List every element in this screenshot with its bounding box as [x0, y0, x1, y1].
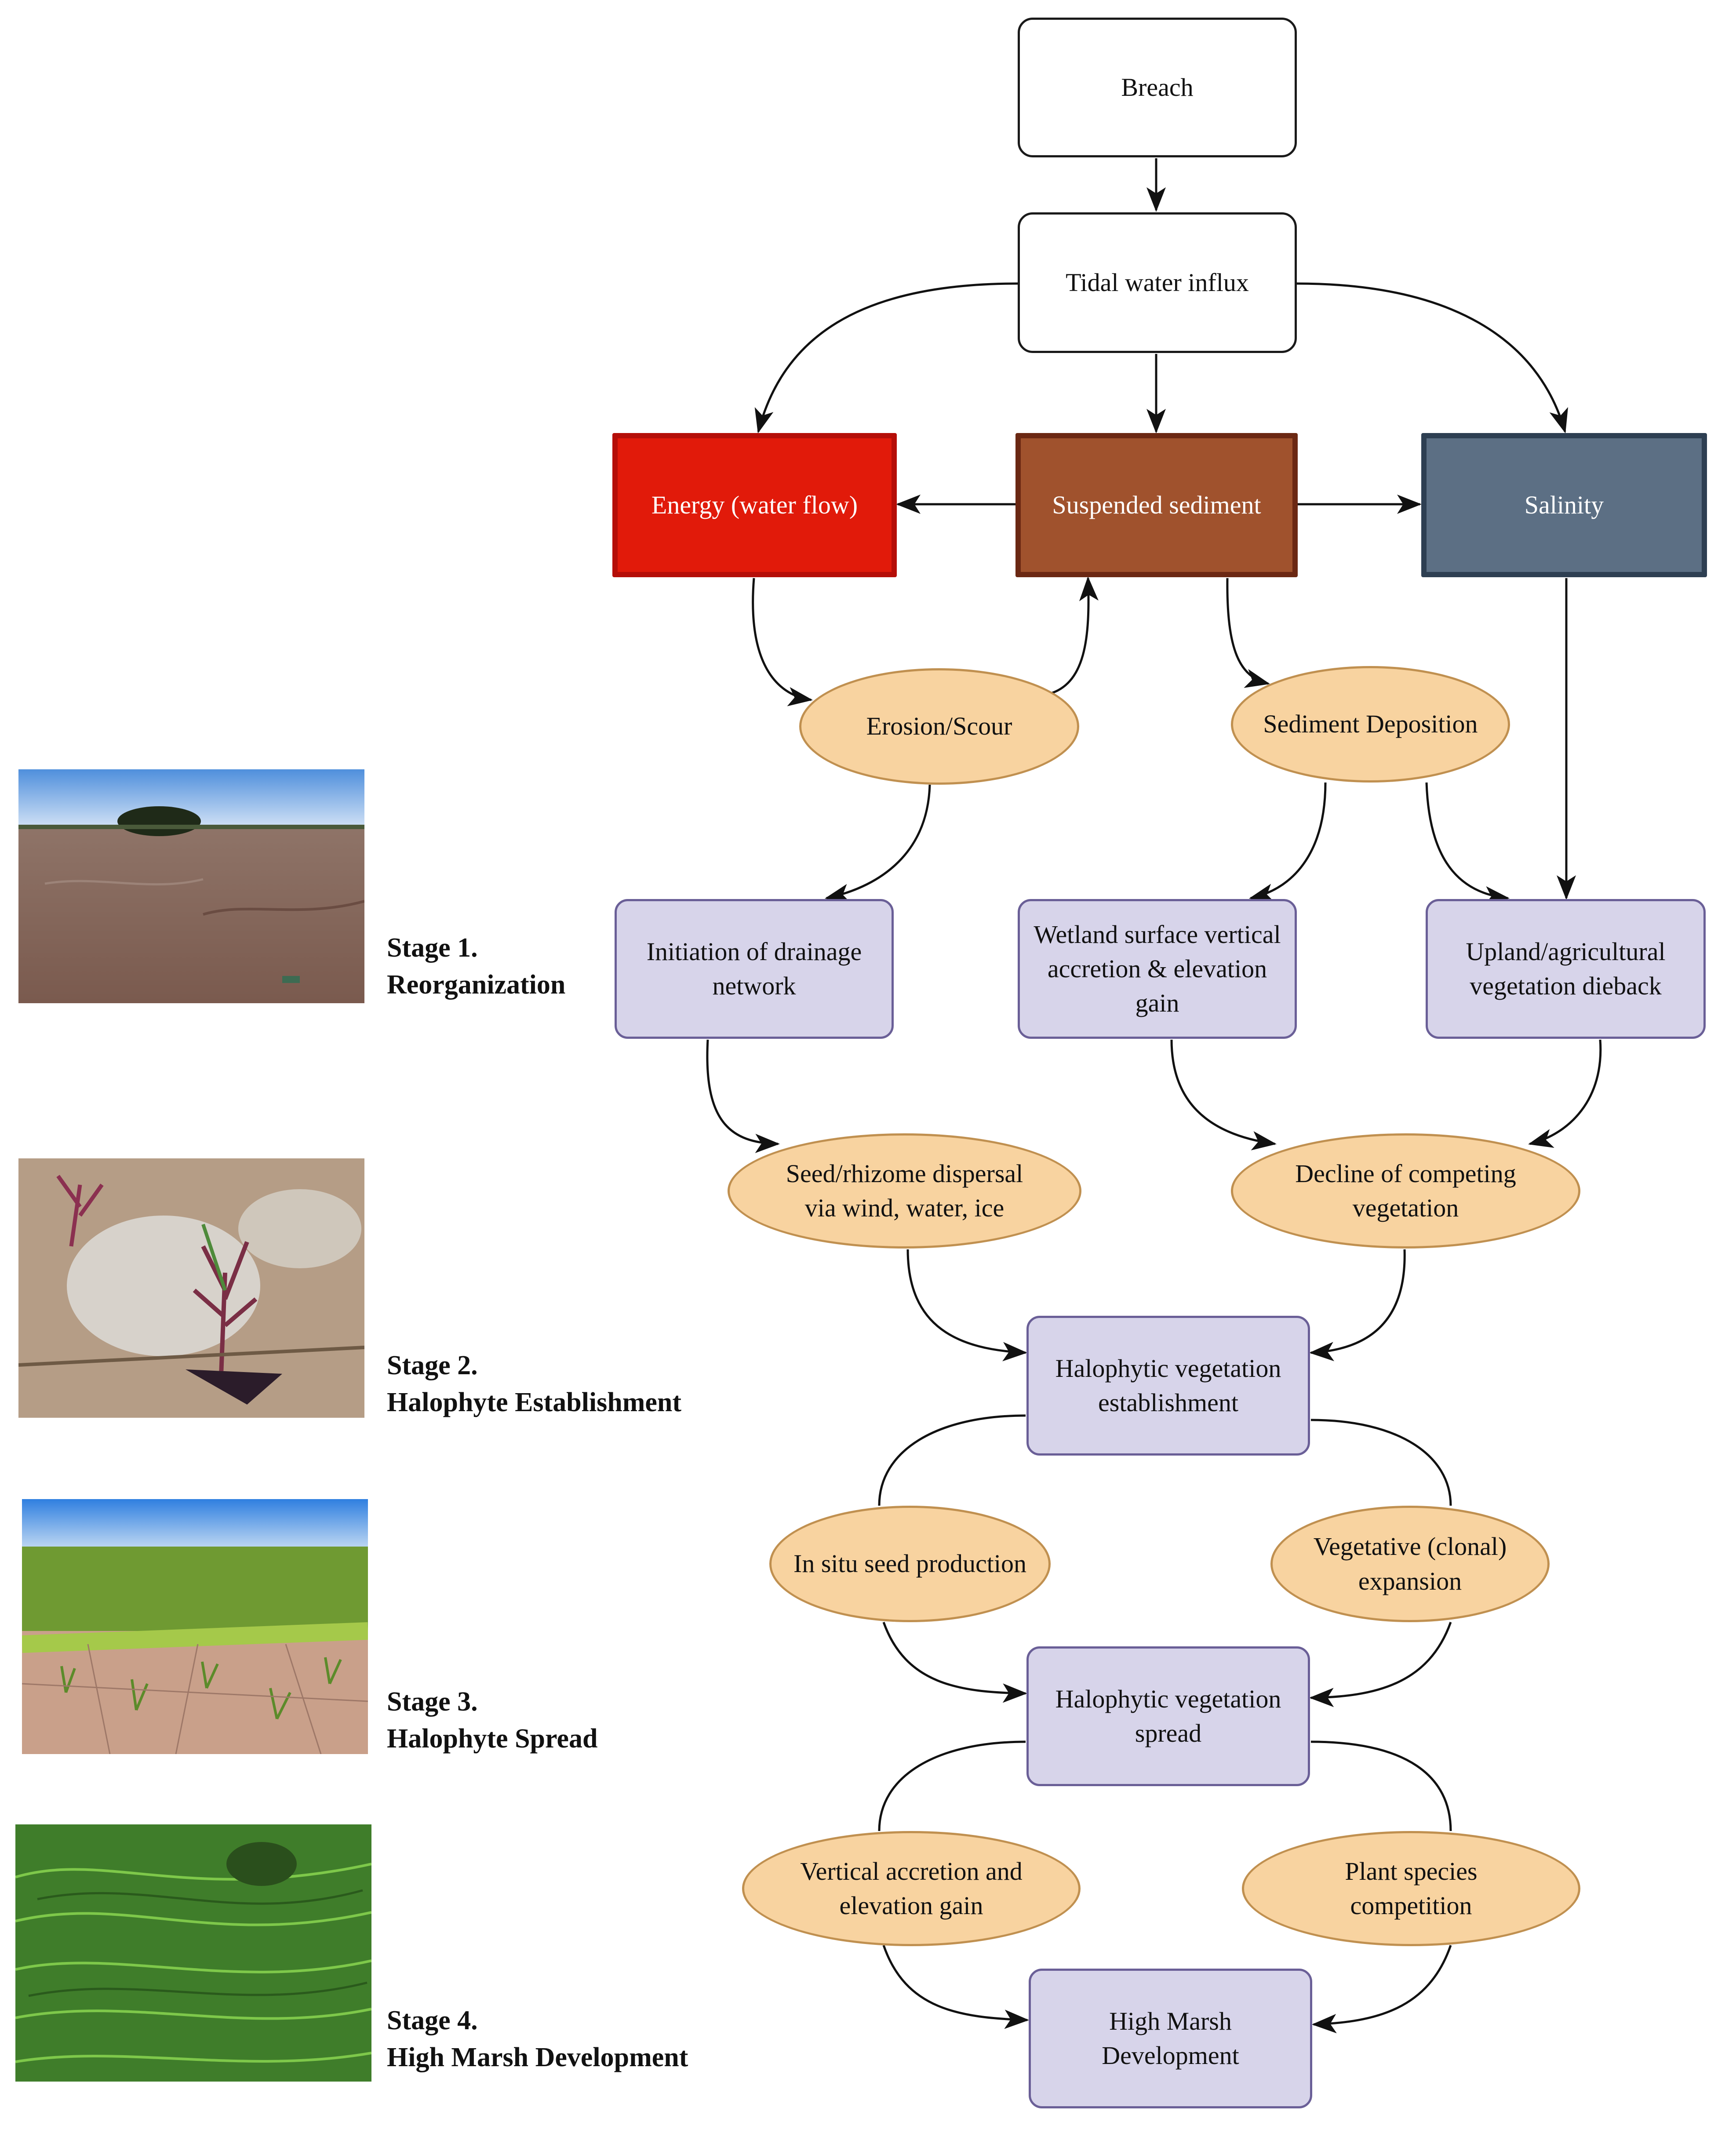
upland-dieback-box: Upland/agricultural vegetation dieback: [1426, 899, 1706, 1039]
stage-4-photo: [15, 1824, 371, 2082]
stage-2-name: Halophyte Establishment: [387, 1387, 682, 1417]
vegetative-clonal-expansion-ellipse: Vegetative (clonal) expansion: [1270, 1506, 1550, 1622]
salinity-box: Salinity: [1421, 433, 1707, 577]
edge-deposition-to-upland: [1425, 782, 1510, 906]
stage-3-photo: [22, 1499, 368, 1754]
edge-deposition-to-accretion: [1249, 782, 1327, 903]
edge-vert-acc-to-high-marsh: [882, 1945, 1029, 2029]
edge-tidal-to-salinity: [1296, 282, 1568, 433]
edge-halo-spread-to-vert-acc: [878, 1740, 1026, 1831]
edge-energy-to-erosion: [752, 578, 813, 706]
in-situ-seed-production-ellipse: In situ seed production: [769, 1506, 1051, 1622]
stage-2-label: Stage 2. Halophyte Establishment: [387, 1347, 681, 1421]
stage-4-name: High Marsh Development: [387, 2042, 688, 2072]
stage-4-label: Stage 4. High Marsh Development: [387, 2002, 688, 2076]
drainage-network-box: Initiation of drainage network: [615, 899, 894, 1039]
sediment-deposition-ellipse: Sediment Deposition: [1231, 666, 1510, 783]
erosion-scour-ellipse: Erosion/Scour: [799, 668, 1079, 785]
edge-insitu-to-halo-spread: [882, 1622, 1027, 1703]
halophytic-spread-box: Halophytic vegetation spread: [1026, 1646, 1310, 1786]
edge-tidal-to-energy: [754, 282, 1018, 433]
energy-water-flow-box: Energy (water flow): [612, 433, 897, 577]
seed-rhizome-dispersal-ellipse: Seed/rhizome dispersal via wind, water, …: [728, 1133, 1081, 1249]
edge-clonal-to-halo-spread: [1309, 1622, 1452, 1707]
stage-1-name: Reorganization: [387, 969, 566, 1000]
stage-1-label: Stage 1. Reorganization: [387, 930, 565, 1003]
vertical-accretion-box: Wetland surface vertical accretion & ele…: [1018, 899, 1297, 1039]
breach-box: Breach: [1018, 18, 1297, 157]
edge-seed-to-halo-est: [906, 1249, 1027, 1361]
stage-3-name: Halophyte Spread: [387, 1723, 598, 1754]
vertical-accretion-elevation-ellipse: Vertical accretion and elevation gain: [742, 1831, 1081, 1946]
halophytic-establishment-box: Halophytic vegetation establishment: [1026, 1316, 1310, 1456]
suspended-sediment-box: Suspended sediment: [1015, 433, 1298, 577]
stage-4-number: Stage 4.: [387, 2006, 478, 2035]
stage-2-photo: [18, 1158, 364, 1418]
high-marsh-development-box: High Marsh Development: [1029, 1969, 1312, 2108]
stage-3-number: Stage 3.: [387, 1687, 478, 1717]
edge-suspended-to-deposition: [1226, 578, 1270, 688]
edge-upland-to-decline: [1528, 1039, 1602, 1148]
edge-erosion-to-suspended: [1046, 576, 1099, 696]
edge-erosion-to-drainage: [825, 784, 931, 903]
edge-halo-spread-to-competition: [1310, 1740, 1452, 1831]
edge-drainage-to-seed: [706, 1039, 780, 1154]
decline-competing-vegetation-ellipse: Decline of competing vegetation: [1231, 1133, 1580, 1249]
edge-halo-est-to-insitu: [878, 1414, 1026, 1506]
stage-1-number: Stage 1.: [387, 933, 478, 963]
edge-decline-to-halo-est: [1309, 1249, 1406, 1361]
edge-halo-est-to-clonal: [1310, 1419, 1452, 1506]
stage-1-photo: [18, 769, 364, 1003]
edge-competition-to-high-marsh: [1312, 1945, 1452, 2034]
tidal-water-influx-box: Tidal water influx: [1018, 212, 1297, 353]
edge-accretion-to-decline: [1170, 1039, 1277, 1150]
plant-species-competition-ellipse: Plant species competition: [1242, 1831, 1580, 1946]
stage-3-label: Stage 3. Halophyte Spread: [387, 1684, 597, 1757]
stage-2-number: Stage 2.: [387, 1350, 478, 1380]
